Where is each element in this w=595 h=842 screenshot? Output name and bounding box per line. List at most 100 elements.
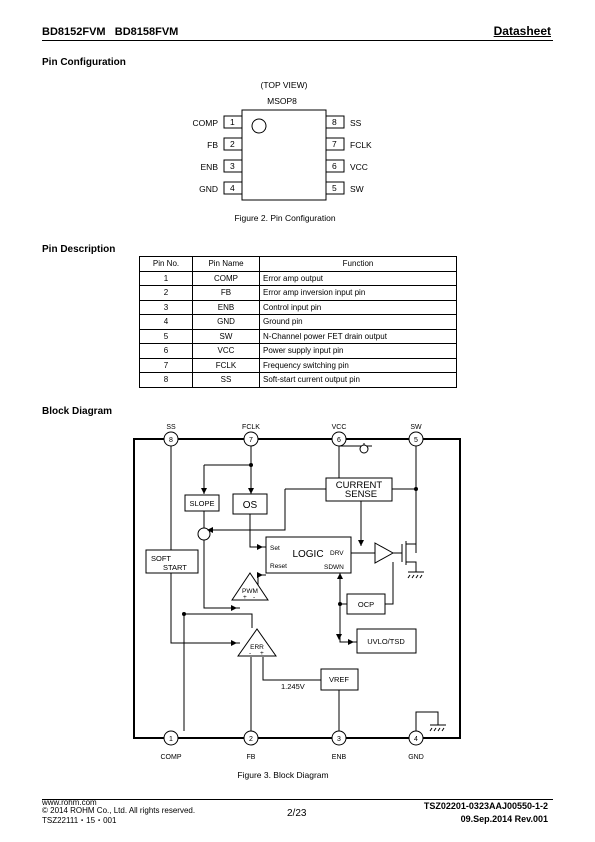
top-view-label: (TOP VIEW)	[261, 80, 308, 90]
soft-start-block	[145, 549, 199, 574]
slope-label: SLOPE	[189, 499, 214, 508]
pin-box	[325, 159, 345, 173]
pin-number: 5	[332, 183, 337, 193]
doc-number: TSZ02201-0323AAJ00550-1-2	[423, 801, 548, 811]
page-number: 2/23	[287, 808, 307, 819]
bd-pin-name: SW	[410, 424, 422, 431]
logic-block	[265, 536, 352, 574]
bd-pin-name: FCLK	[242, 424, 260, 431]
bd-pin-number: 7	[249, 437, 253, 444]
footer-code: TSZ22111・15・001	[42, 816, 117, 825]
pin-number: 1	[230, 117, 235, 127]
current-label: CURRENT	[336, 480, 383, 491]
pwm-plus: +	[243, 594, 247, 601]
package-label: MSOP8	[267, 96, 297, 106]
datasheet-label: Datasheet	[493, 24, 551, 38]
document-part-numbers: BD8152FVM BD8158FVM	[42, 26, 179, 38]
bd-pin-circle	[331, 431, 347, 447]
bd-pin-name: SS	[166, 424, 176, 431]
bd-pin-name: ENB	[332, 754, 347, 761]
footer-rule	[42, 799, 553, 800]
uvlo-label: UVLO/TSD	[367, 637, 405, 646]
bd-pin-name: GND	[408, 754, 424, 761]
pin-name: COMP	[193, 118, 219, 128]
header-rule	[42, 40, 553, 41]
uvlo-tsd-block	[356, 628, 417, 654]
bd-pin-name: FB	[247, 754, 256, 761]
vref-value: 1.245V	[281, 682, 305, 691]
pin-config-title: Pin Configuration	[42, 57, 126, 68]
pin-number: 3	[230, 161, 235, 171]
bd-pin-circle	[331, 730, 347, 746]
os-label: OS	[243, 500, 258, 511]
pin-number: 2	[230, 139, 235, 149]
pin-number: 4	[230, 183, 235, 193]
block-diagram-title: Block Diagram	[42, 406, 113, 417]
pin-number: 8	[332, 117, 337, 127]
start-label: START	[163, 563, 187, 572]
bd-pin-circle	[243, 730, 259, 746]
pin-number: 7	[332, 139, 337, 149]
vref-block	[320, 668, 359, 691]
pin-box	[223, 159, 243, 173]
footer-site: www.rohm.com	[42, 798, 97, 807]
bd-pin-circle	[243, 431, 259, 447]
pin-number: 6	[332, 161, 337, 171]
pwm-minus: -	[253, 594, 255, 601]
pin-box	[223, 137, 243, 151]
bd-pin-circle	[163, 730, 179, 746]
bd-pin-number: 1	[169, 736, 173, 743]
sense-label: SENSE	[345, 489, 377, 500]
ocp-block	[346, 593, 386, 615]
bd-pin-number: 4	[414, 736, 418, 743]
pin-desc-title: Pin Description	[42, 244, 116, 255]
os-block	[232, 493, 268, 515]
pin-name: FB	[207, 140, 218, 150]
summing-junction	[197, 527, 211, 541]
bd-pin-number: 6	[337, 437, 341, 444]
pin-box	[223, 115, 243, 129]
bd-pin-name: VCC	[332, 424, 347, 431]
ic-body	[241, 109, 327, 201]
bd-pin-circle	[408, 431, 424, 447]
bd-pin-name: COMP	[161, 754, 182, 761]
pin-box	[325, 115, 345, 129]
pwm-label: PWM	[242, 588, 258, 595]
pin-name: GND	[199, 184, 218, 194]
pin-name: FCLK	[350, 140, 372, 150]
block-diagram-caption: Figure 3. Block Diagram	[237, 770, 328, 780]
pin1-marker	[251, 118, 267, 134]
err-minus: -	[249, 650, 251, 657]
doc-date: 09.Sep.2014 Rev.001	[460, 814, 548, 824]
pin-config-diagram: (TOP VIEW) MSOP8 1 COMP 2 FB 3 ENB 4 GND 8 SS 7 FC…	[193, 80, 373, 223]
error-amp	[237, 628, 277, 657]
pin-name: VCC	[350, 162, 368, 172]
pin-config-caption: Figure 2. Pin Configuration	[234, 213, 335, 223]
pin-name: SW	[350, 184, 364, 194]
bd-pin-number: 5	[414, 437, 418, 444]
vref-label: VREF	[329, 675, 349, 684]
err-plus: +	[260, 650, 264, 657]
pin-name: ENB	[201, 162, 219, 172]
chip-outline	[133, 438, 461, 739]
logic-label: LOGIC	[292, 549, 323, 560]
bd-pin-number: 8	[169, 437, 173, 444]
reset-label: Reset	[270, 563, 287, 570]
pin-box	[325, 181, 345, 195]
soft-label: SOFT	[151, 554, 171, 563]
pwm-comparator	[231, 572, 269, 601]
ocp-label: OCP	[358, 600, 374, 609]
set-label: Set	[270, 545, 280, 552]
right-pin-group: 8 SS 7 FCLK 6 VCC 5 SW	[325, 115, 372, 195]
footer-copyright: © 2014 ROHM Co., Ltd. All rights reserve…	[42, 806, 196, 815]
bd-pin-circle	[408, 730, 424, 746]
bd-pin-number: 3	[337, 736, 341, 743]
drv-label: DRV	[330, 550, 344, 557]
pin-name: SS	[350, 118, 362, 128]
